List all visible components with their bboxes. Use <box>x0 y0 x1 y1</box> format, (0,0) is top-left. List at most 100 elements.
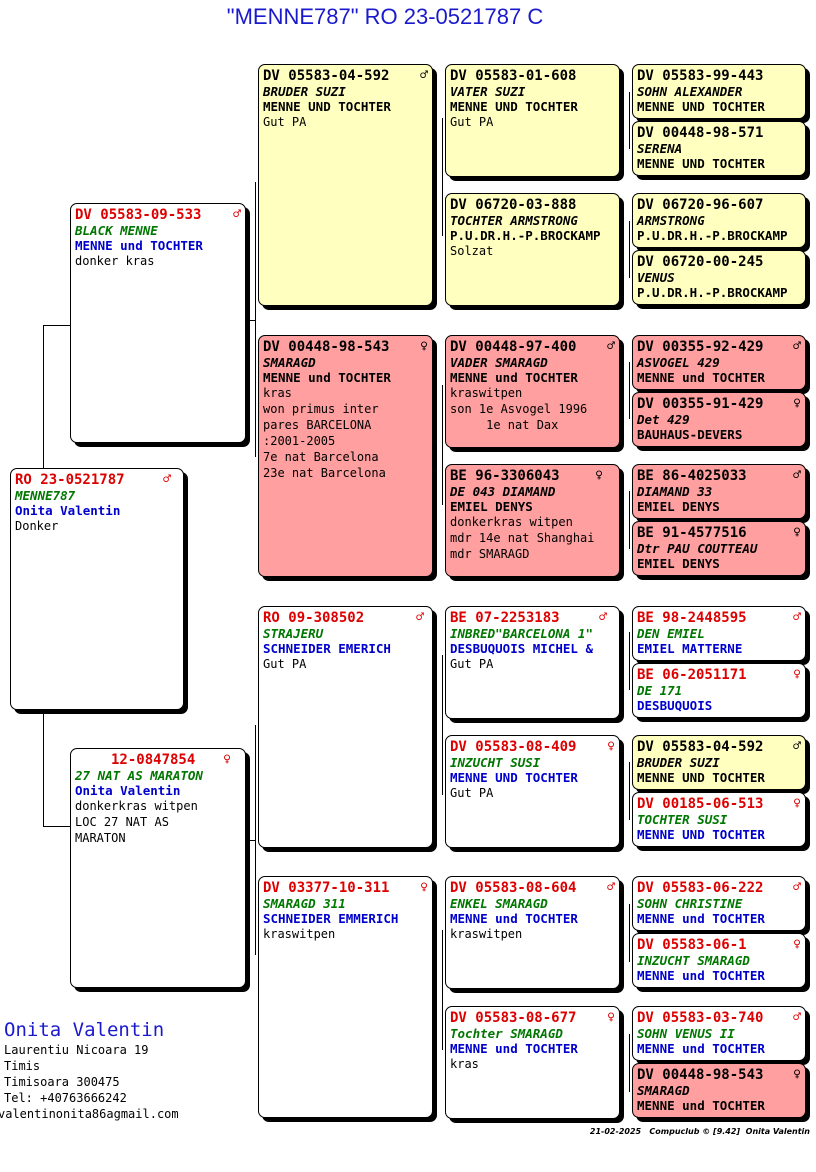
sex-icon: ♂ <box>233 207 241 222</box>
ring-number: DV 05583-04-592♂ <box>637 739 801 755</box>
pedigree-card-sds[interactable]: DV 00448-97-400♂ VADER SMARAGD MENNE und… <box>445 335 620 448</box>
owner-name: DESBUQUOIS <box>637 698 713 713</box>
connector-line <box>629 92 630 149</box>
info-line: kraswitpen <box>450 386 523 400</box>
footer-credit: 21-02-2025 Compuclub © [9.42] Onita Vale… <box>589 1127 810 1136</box>
pigeon-name: SMARAGD <box>263 355 316 370</box>
breeder-phone: Tel: +40763666242 <box>4 1091 127 1105</box>
pigeon-name: INBRED"BARCELONA 1" <box>450 626 593 641</box>
pedigree-card-dam-sire[interactable]: RO 09-308502♂ STRAJERU SCHNEIDER EMERICH… <box>258 606 433 848</box>
sex-icon: ♀ <box>420 339 428 354</box>
pigeon-name: DE 171 <box>637 683 683 698</box>
pigeon-name: BRUDER SUZI <box>263 84 346 99</box>
connector-line <box>255 182 256 457</box>
sex-icon: ♂ <box>793 610 801 625</box>
connector-line <box>247 320 255 321</box>
ring-number: BE 07-2253183♂ <box>450 610 607 626</box>
breeder-info: Onita Valentin Laurentiu Nicoara 19 Timi… <box>0 1018 179 1122</box>
pedigree-card-g4[interactable]: DV 00185-06-513♀ TOCHTER SUSI MENNE UND … <box>632 792 806 847</box>
pigeon-name: VADER SMARAGD <box>450 355 548 370</box>
pigeon-name: DEN EMIEL <box>637 626 705 641</box>
pedigree-card-sss[interactable]: DV 05583-01-608 VATER SUZI MENNE UND TOC… <box>445 64 620 177</box>
pedigree-card-g4[interactable]: DV 00355-92-429♂ ASVOGEL 429 MENNE und T… <box>632 335 806 390</box>
info-line: Gut PA <box>450 786 494 800</box>
info-line: Gut PA <box>450 115 494 129</box>
pedigree-card-dam[interactable]: 12-0847854♀ 27 NAT AS MARATON Onita Vale… <box>70 748 246 988</box>
info-line: donker kras <box>75 254 155 268</box>
pigeon-name: INZUCHT SUSI <box>450 755 541 770</box>
info-line: 1e nat Dax <box>450 418 559 432</box>
pedigree-card-g4[interactable]: DV 00448-98-571 SERENA MENNE UND TOCHTER <box>632 121 806 176</box>
pedigree-card-dsd[interactable]: DV 05583-08-409♀ INZUCHT SUSI MENNE UND … <box>445 735 620 848</box>
info-line: son 1e Asvogel 1996 <box>450 402 588 416</box>
ring-number: DV 00448-97-400♂ <box>450 339 615 355</box>
pedigree-card-g4[interactable]: BE 98-2448595♂ DEN EMIEL EMIEL MATTERNE <box>632 606 806 661</box>
sex-icon: ♀ <box>793 796 801 811</box>
owner-name: MENNE und TOCHTER <box>637 1041 765 1056</box>
pedigree-card-dds[interactable]: DV 05583-08-604♂ ENKEL SMARAGD MENNE und… <box>445 876 620 989</box>
owner-name: EMIEL MATTERNE <box>637 641 743 656</box>
pedigree-card-ssd[interactable]: DV 06720-03-888 TOCHTER ARMSTRONG P.U.DR… <box>445 193 620 306</box>
sex-icon: ♂ <box>420 68 428 83</box>
info-line: mdr SMARAGD <box>450 547 530 561</box>
ring-number: DV 00448-98-571 <box>637 125 764 141</box>
pedigree-card-sire-sire[interactable]: DV 05583-04-592♂ BRUDER SUZI MENNE UND T… <box>258 64 433 306</box>
pedigree-card-dam-dam[interactable]: DV 03377-10-311♀ SMARAGD 311 SCHNEIDER E… <box>258 876 433 1118</box>
ring-number: DV 00355-91-429♀ <box>637 396 801 412</box>
sex-icon: ♂ <box>163 472 171 487</box>
pigeon-name: BLACK MENNE <box>75 223 158 238</box>
ring-number: DV 05583-04-592♂ <box>263 68 428 84</box>
connector-line <box>442 118 443 236</box>
pedigree-card-sire[interactable]: DV 05583-09-533♂ BLACK MENNE MENNE und T… <box>70 203 246 443</box>
pedigree-card-g4[interactable]: BE 91-4577516♀ Dtr PAU COUTTEAU EMIEL DE… <box>632 521 806 576</box>
pedigree-card-ddd[interactable]: DV 05583-08-677♀ Tochter SMARAGD MENNE u… <box>445 1006 620 1119</box>
breeder-name: Onita Valentin <box>4 1019 165 1041</box>
pigeon-name: SMARAGD <box>637 1083 690 1098</box>
ring-number: DV 06720-03-888 <box>450 197 577 213</box>
pedigree-card-g4[interactable]: DV 06720-96-607 ARMSTRONG P.U.DR.H.-P.BR… <box>632 193 806 248</box>
pigeon-name: ARMSTRONG <box>637 213 705 228</box>
pedigree-card-g4[interactable]: DV 05583-03-740♂ SOHN VENUS II MENNE und… <box>632 1006 806 1061</box>
breeder-city: Timisoara 300475 <box>4 1075 120 1089</box>
info-line: Donker <box>15 519 59 533</box>
pedigree-card-g4[interactable]: BE 86-4025033♂ DIAMAND 33 EMIEL DENYS <box>632 464 806 519</box>
connector-line <box>43 826 70 827</box>
info-line: LOC 27 NAT AS <box>75 815 169 829</box>
ring-number: BE 91-4577516♀ <box>637 525 801 541</box>
pedigree-card-g4[interactable]: DV 06720-00-245 VENUS P.U.DR.H.-P.BROCKA… <box>632 250 806 305</box>
ring-number: BE 98-2448595♂ <box>637 610 801 626</box>
breeder-email: valentinonita86agmail.com <box>0 1107 179 1121</box>
pigeon-name: ASVOGEL 429 <box>637 355 720 370</box>
info-line: Gut PA <box>263 115 307 129</box>
sex-icon: ♂ <box>607 880 615 895</box>
pedigree-card-g4[interactable]: DV 05583-06-1♀ INZUCHT SMARAGD MENNE und… <box>632 933 806 988</box>
info-line: won primus inter <box>263 402 379 416</box>
ring-number: DV 00185-06-513♀ <box>637 796 801 812</box>
pedigree-card-dss[interactable]: BE 07-2253183♂ INBRED"BARCELONA 1" DESBU… <box>445 606 620 719</box>
owner-name: P.U.DR.H.-P.BROCKAMP <box>637 228 788 243</box>
pedigree-card-g4[interactable]: DV 00355-91-429♀ Det 429 BAUHAUS-DEVERS <box>632 392 806 447</box>
sex-icon: ♂ <box>416 610 424 625</box>
owner-name: DESBUQUOIS MICHEL & <box>450 641 593 656</box>
owner-name: MENNE UND TOCHTER <box>637 99 765 114</box>
info-line: :2001-2005 <box>263 434 336 448</box>
pedigree-card-g4[interactable]: DV 05583-06-222♂ SOHN CHRISTINE MENNE un… <box>632 876 806 931</box>
owner-name: SCHNEIDER EMERICH <box>263 641 391 656</box>
sex-icon: ♀ <box>223 752 231 767</box>
pedigree-card-sdd[interactable]: BE 96-3306043♀ DE 043 DIAMAND EMIEL DENY… <box>445 464 620 577</box>
owner-name: MENNE UND TOCHTER <box>450 99 578 114</box>
owner-name: EMIEL DENYS <box>637 499 720 514</box>
sex-icon: ♀ <box>793 667 801 682</box>
info-line: kraswitpen <box>263 927 336 941</box>
sex-icon: ♀ <box>793 937 801 952</box>
ring-number: DV 00355-92-429♂ <box>637 339 801 355</box>
pedigree-card-g4[interactable]: BE 06-2051171♀ DE 171 DESBUQUOIS <box>632 663 806 718</box>
pedigree-card-sire-dam[interactable]: DV 00448-98-543♀ SMARAGD MENNE und TOCHT… <box>258 335 433 577</box>
sex-icon: ♀ <box>607 739 615 754</box>
info-line: 23e nat Barcelona <box>263 466 386 480</box>
pedigree-card-g4[interactable]: DV 00448-98-543♀ SMARAGD MENNE und TOCHT… <box>632 1063 806 1118</box>
pedigree-card-g4[interactable]: DV 05583-99-443 SOHN ALEXANDER MENNE UND… <box>632 64 806 119</box>
pedigree-card-subject[interactable]: RO 23-0521787♂ MENNE787 Onita Valentin D… <box>10 468 184 710</box>
pedigree-card-g4[interactable]: DV 05583-04-592♂ BRUDER SUZI MENNE UND T… <box>632 735 806 790</box>
ring-number: DV 05583-08-604♂ <box>450 880 615 896</box>
